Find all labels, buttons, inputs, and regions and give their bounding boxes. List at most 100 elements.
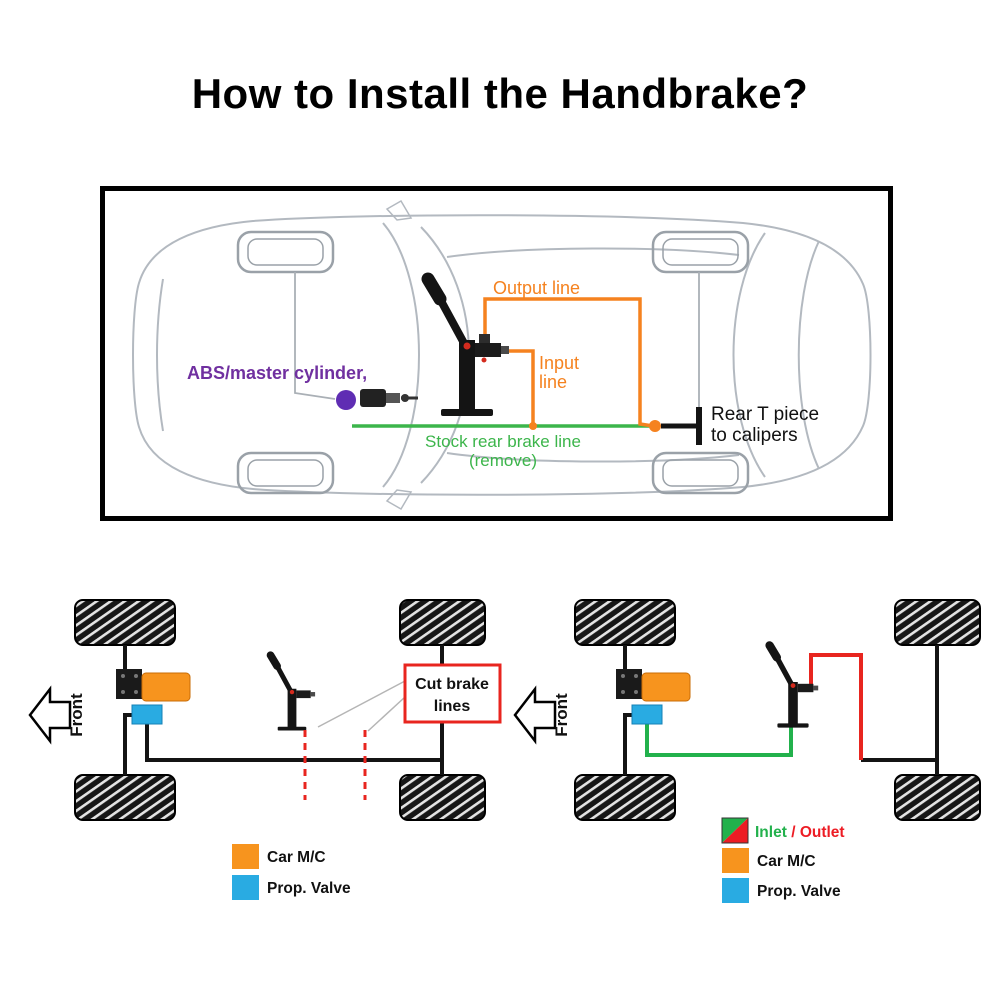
legend-swatch-prop-valve bbox=[722, 878, 749, 903]
handbrake-pivot-dot bbox=[289, 689, 295, 695]
handbrake-fitting bbox=[501, 346, 509, 354]
legend-label-car-mc: Car M/C bbox=[267, 849, 326, 866]
handbrake-pivot-dot bbox=[463, 342, 471, 350]
after-install-diagram: Front Inlet / Outlet Car M/C Prop. Valve bbox=[513, 599, 981, 903]
legend-swatch-car-mc bbox=[722, 848, 749, 873]
booster-bolt bbox=[121, 690, 125, 694]
caliper-part-illustration bbox=[360, 389, 418, 407]
handbrake-fitting bbox=[310, 692, 316, 697]
chassis-wheels bbox=[74, 599, 486, 821]
handbrake-fitting bbox=[813, 685, 819, 691]
booster-bolt bbox=[634, 674, 638, 678]
cut-brake-lines-label-1: Cut brake bbox=[415, 676, 489, 693]
tire-front-left bbox=[74, 599, 176, 646]
input-line-label-1: Input bbox=[539, 353, 579, 373]
tire-front-left bbox=[574, 599, 676, 646]
booster-bolt bbox=[621, 690, 625, 694]
input-line-fitting bbox=[529, 422, 537, 430]
t-piece-fitting bbox=[649, 420, 661, 432]
trunk-line bbox=[797, 240, 820, 470]
car-outer-shell bbox=[132, 214, 872, 496]
handbrake-cylinder bbox=[475, 343, 501, 357]
handbrake-base bbox=[277, 726, 307, 731]
rear-window-line bbox=[732, 232, 766, 478]
legend-swatch-prop-valve bbox=[232, 875, 259, 900]
front-arrow-icon bbox=[28, 685, 72, 745]
booster-bolt bbox=[621, 674, 625, 678]
handbrake-cylinder bbox=[797, 683, 814, 693]
tire-rear-left bbox=[894, 599, 981, 646]
input-line-label-2: line bbox=[539, 372, 567, 392]
handbrake-base bbox=[777, 723, 809, 728]
rear-t-piece-label-2: to calipers bbox=[711, 425, 798, 446]
wheel-rear-left bbox=[651, 230, 750, 274]
legend: Car M/C Prop. Valve bbox=[232, 844, 351, 900]
handbrake-illustration bbox=[765, 641, 819, 728]
front-bumper-line bbox=[156, 278, 164, 432]
roof-line-top bbox=[446, 247, 740, 258]
legend: Inlet / Outlet Car M/C Prop. Valve bbox=[721, 817, 845, 903]
wheel-rear-right bbox=[651, 451, 750, 495]
input-line-path bbox=[501, 349, 535, 426]
legend-label-prop-valve: Prop. Valve bbox=[757, 883, 841, 900]
handbrake-post bbox=[788, 682, 798, 724]
handbrake-post bbox=[459, 340, 475, 410]
cut-pointer-line-1 bbox=[317, 680, 406, 728]
legend-label-slash: / bbox=[791, 824, 796, 841]
mirror-right-icon bbox=[385, 489, 413, 511]
prop-valve-box bbox=[631, 704, 663, 725]
front-label: Front bbox=[67, 693, 86, 737]
tire-rear-left bbox=[399, 599, 486, 646]
legend-label-inlet-outlet: Inlet / Outlet bbox=[755, 824, 845, 841]
legend-label-prop-valve: Prop. Valve bbox=[267, 880, 351, 897]
tire-front-right bbox=[574, 774, 676, 821]
handbrake-reservoir bbox=[479, 334, 490, 343]
abs-master-cylinder-label: ABS/master cylinder, bbox=[187, 363, 367, 383]
handbrake-cylinder bbox=[296, 690, 311, 699]
master-cylinder-cluster bbox=[116, 669, 191, 725]
car-mc-box bbox=[141, 672, 191, 702]
front-label: Front bbox=[552, 693, 571, 737]
cut-brake-lines-label-2: lines bbox=[434, 698, 471, 715]
front-arrow-icon bbox=[513, 685, 557, 745]
handbrake-port-dot bbox=[481, 357, 487, 363]
handbrake-illustration bbox=[421, 272, 509, 416]
booster-bolt bbox=[634, 690, 638, 694]
page-title: How to Install the Handbrake? bbox=[191, 70, 809, 117]
brake-booster bbox=[116, 669, 142, 699]
abs-master-cylinder-dot bbox=[336, 390, 356, 410]
car-mc-box bbox=[641, 672, 691, 702]
legend-label-car-mc: Car M/C bbox=[757, 853, 816, 870]
install-overview-diagram: Output line Input line ABS/master cylind… bbox=[100, 186, 893, 521]
master-cylinder-cluster bbox=[616, 669, 691, 725]
front-wheel-brake-link bbox=[294, 272, 336, 400]
handbrake-grip bbox=[765, 641, 781, 662]
inlet-line-path bbox=[645, 709, 793, 757]
booster-bolt bbox=[134, 690, 138, 694]
cowl-line bbox=[382, 222, 420, 488]
prop-valve-box bbox=[131, 704, 163, 725]
legend-label-outlet: Outlet bbox=[800, 824, 845, 841]
mirror-left-icon bbox=[385, 199, 413, 221]
tire-rear-right bbox=[399, 774, 486, 821]
roof-line-bottom bbox=[446, 452, 740, 463]
legend-label-inlet: Inlet bbox=[755, 824, 787, 841]
handbrake-illustration bbox=[266, 651, 316, 731]
tire-rear-right bbox=[894, 774, 981, 821]
handbrake-lever bbox=[436, 295, 469, 349]
brake-line-plumbing bbox=[623, 645, 939, 775]
booster-bolt bbox=[121, 674, 125, 678]
wheel-front-right bbox=[236, 451, 335, 495]
car-body-outline bbox=[132, 199, 872, 511]
before-install-diagram: Cut brake lines Front Car M/C Prop. Valv… bbox=[28, 599, 502, 900]
output-line-path bbox=[483, 297, 654, 428]
wheel-front-left bbox=[236, 230, 335, 274]
handbrake-pivot-dot bbox=[790, 683, 796, 688]
t-piece-bar bbox=[696, 407, 702, 445]
handbrake-lever bbox=[274, 663, 294, 694]
handbrake-grip bbox=[421, 272, 447, 306]
booster-bolt bbox=[134, 674, 138, 678]
car-wheels bbox=[236, 230, 750, 495]
rear-t-piece-label-1: Rear T piece bbox=[711, 404, 819, 425]
